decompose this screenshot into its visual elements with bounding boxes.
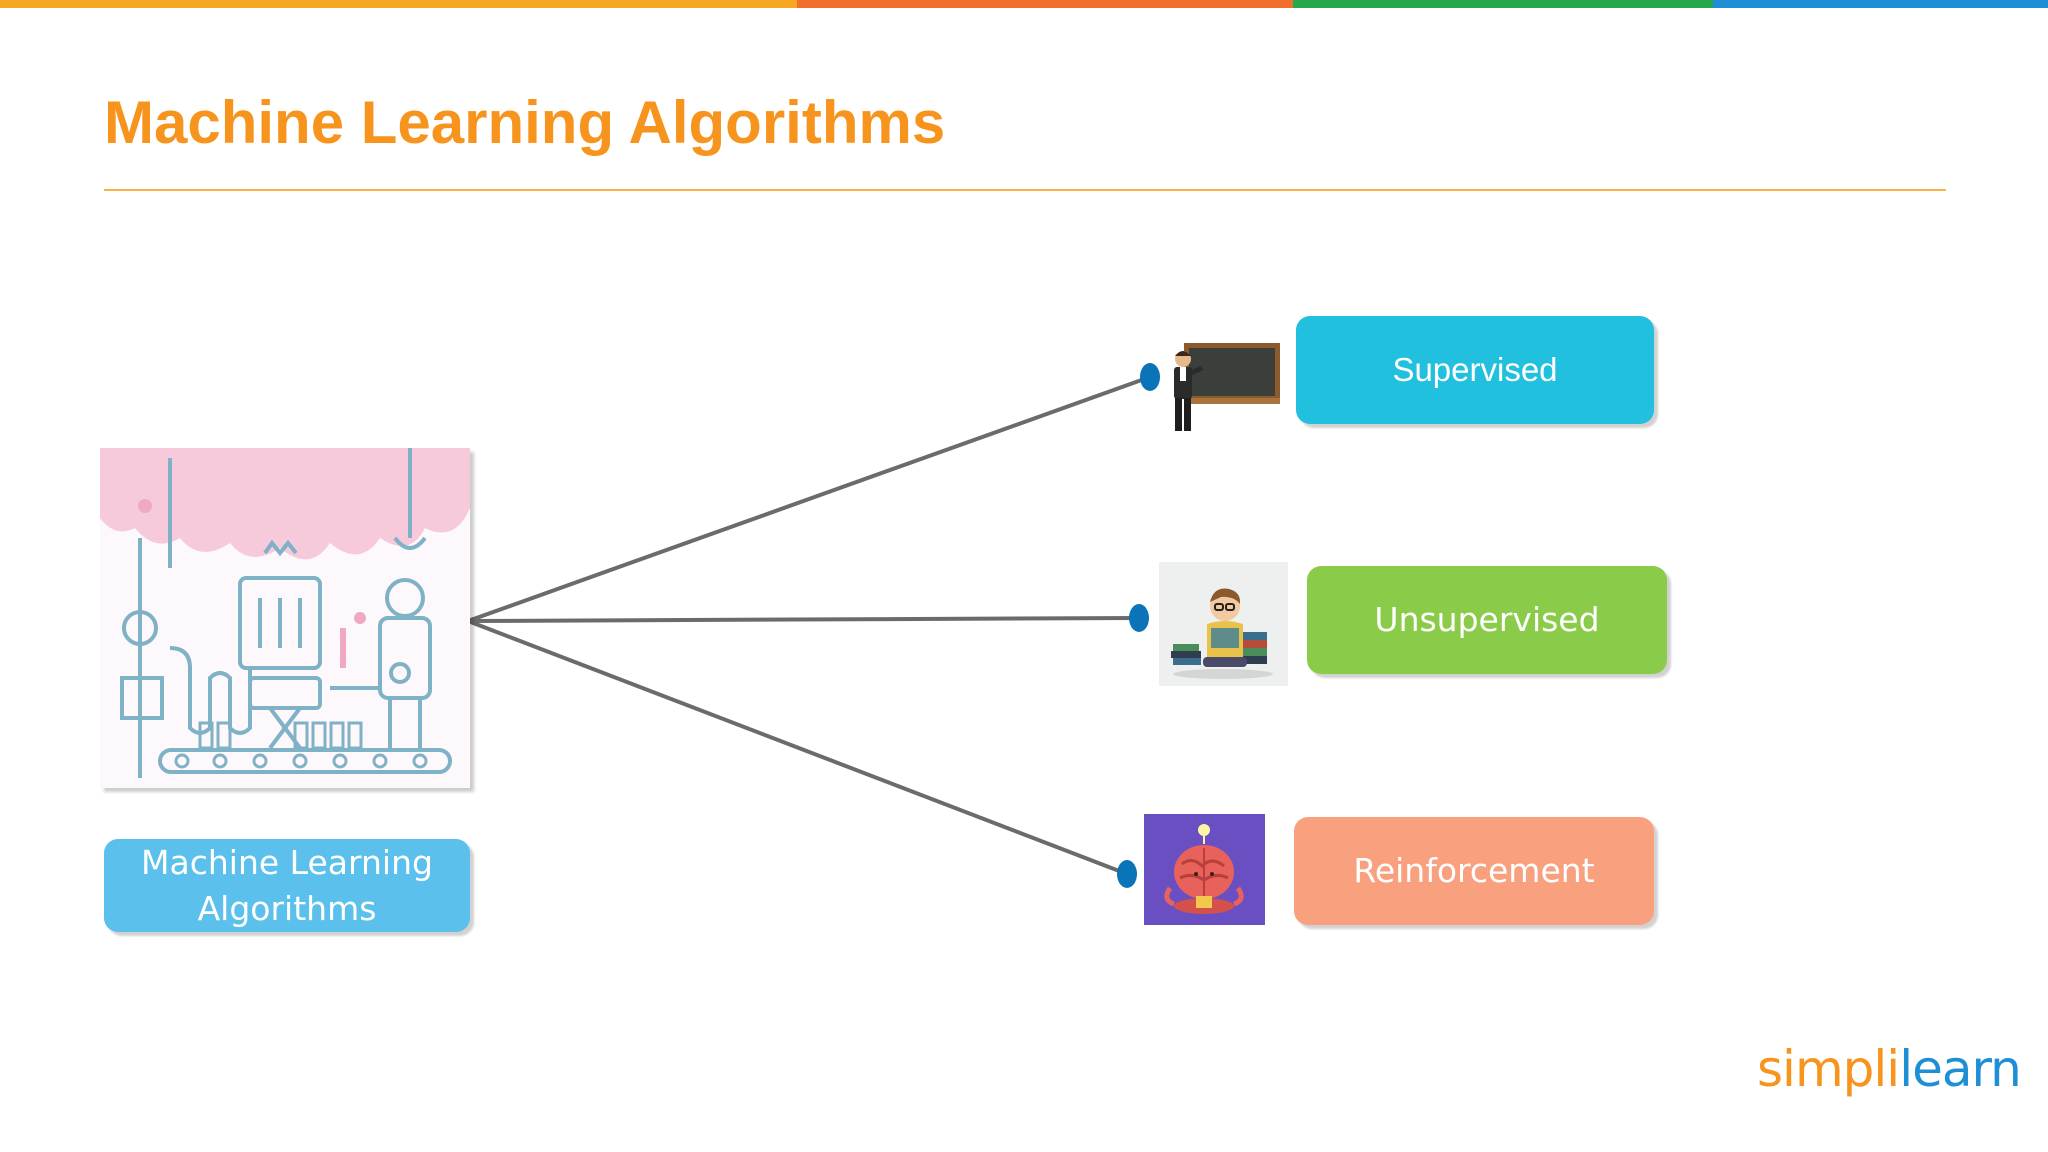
slide-title: Machine Learning Algorithms bbox=[104, 89, 946, 156]
node-reinforcement bbox=[1117, 860, 1137, 888]
top-bar-segment-blue bbox=[1713, 0, 2048, 8]
source-label-line1: Machine Learning bbox=[141, 842, 433, 882]
node-unsupervised bbox=[1129, 604, 1149, 632]
simplilearn-logo: simplilearn bbox=[1757, 1040, 2022, 1098]
branch-label-reinforcement: Reinforcement bbox=[1353, 851, 1595, 890]
branch-box-reinforcement: Reinforcement bbox=[1294, 817, 1654, 925]
meditating-brain-illustration bbox=[1144, 814, 1265, 925]
title-underline bbox=[104, 189, 1946, 191]
node-supervised bbox=[1140, 363, 1160, 391]
top-bar-segment-red bbox=[797, 0, 1293, 8]
branch-box-supervised: Supervised bbox=[1296, 316, 1654, 424]
top-bar-segment-green bbox=[1293, 0, 1713, 8]
logo-part-i: i bbox=[1886, 1040, 1900, 1098]
branch-label-supervised: Supervised bbox=[1392, 351, 1558, 388]
top-color-bar bbox=[0, 0, 2048, 8]
machine-factory-illustration bbox=[100, 448, 470, 788]
connector-reinforcement bbox=[467, 619, 1128, 876]
teacher-at-blackboard-illustration bbox=[1160, 340, 1282, 435]
branch-label-unsupervised: Unsupervised bbox=[1374, 600, 1600, 639]
top-bar-segment-orange bbox=[0, 0, 797, 8]
connector-unsupervised bbox=[467, 616, 1140, 623]
branch-box-unsupervised: Unsupervised bbox=[1307, 566, 1667, 674]
connector-supervised bbox=[467, 375, 1151, 623]
student-reading-books-illustration bbox=[1159, 562, 1288, 686]
source-label-box: Machine Learning Algorithms bbox=[104, 839, 470, 932]
source-label-line2: Algorithms bbox=[197, 888, 377, 928]
logo-part-simpl: simpl bbox=[1757, 1040, 1887, 1098]
logo-part-learn: learn bbox=[1899, 1040, 2022, 1098]
